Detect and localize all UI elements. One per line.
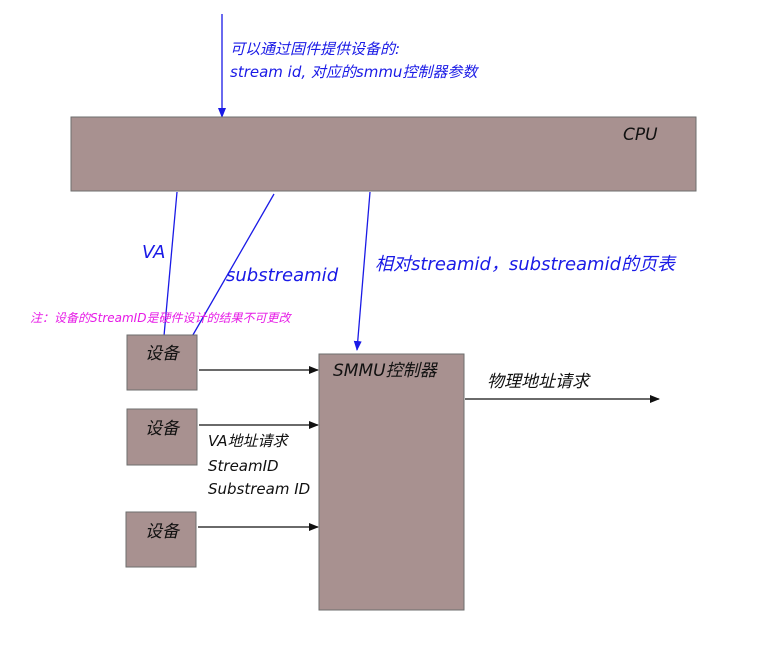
cpu-label: CPU [623,125,658,145]
smmu-box [318,353,465,611]
hardware-note: 注：设备的StreamID是硬件设计的结果不可更改 [30,311,292,325]
va-label: VA [142,242,165,263]
substreamid-arrow [185,193,275,348]
substreamid-label: substreamid [226,265,339,286]
request-info-line1: VA地址请求 [208,432,290,450]
request-info-line2: StreamID [208,457,279,475]
request-info-line3: Substream ID [208,480,310,498]
pagetable-arrow [353,191,371,351]
device-box-1 [126,334,198,391]
smmu-label: SMMU控制器 [333,361,439,381]
device-box-2 [126,408,198,466]
firmware-note-line1: 可以通过固件提供设备的: [230,40,400,58]
cpu-box [70,116,697,192]
device-label-3: 设备 [145,522,181,542]
device-label-2: 设备 [145,419,181,439]
device-box-3 [125,511,197,568]
firmware-note-line2: stream id, 对应的smmu控制器参数 [230,63,479,81]
va-arrow [159,191,178,348]
device-label-1: 设备 [145,344,181,364]
pagetable-label: 相对streamid，substreamid的页表 [375,254,677,275]
physical-address-label: 物理地址请求 [487,372,591,392]
